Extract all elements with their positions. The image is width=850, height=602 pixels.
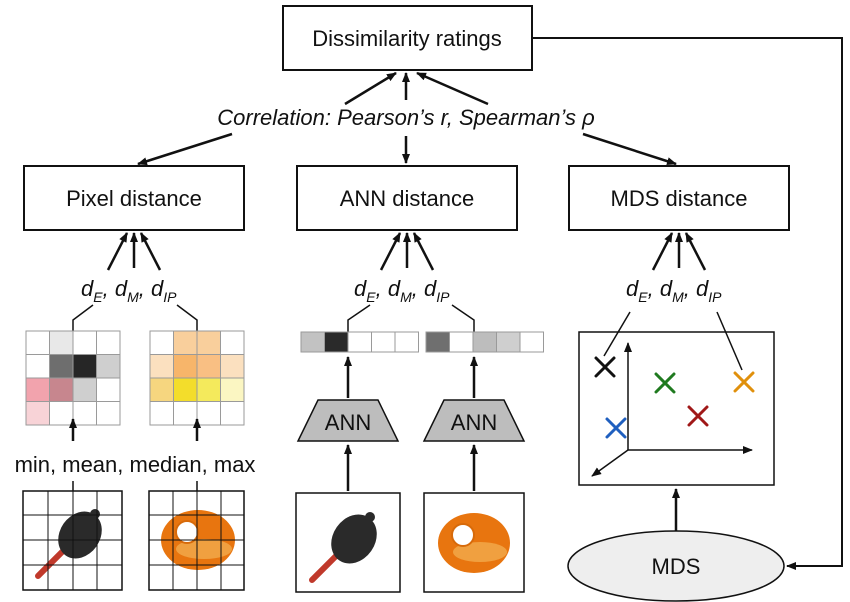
mds-connectors <box>603 311 743 371</box>
ann-object-image-1 <box>295 492 401 593</box>
ann-measures-label: dE, dM, dIP <box>354 276 450 305</box>
grid-cell <box>196 377 221 402</box>
grid-cell <box>173 330 198 355</box>
ann-distance-box <box>296 165 518 231</box>
green-cross-marker <box>654 372 676 394</box>
orange-object-icon <box>438 513 510 573</box>
vector-cell <box>449 331 474 353</box>
vector-cell <box>496 331 521 353</box>
blue-cross-marker <box>605 417 627 439</box>
pixel-object-image-1 <box>22 490 123 591</box>
vector-cell <box>472 331 497 353</box>
mds-distance-label: MDS distance <box>611 186 748 211</box>
grid-cell <box>173 354 198 379</box>
ann-object-image-2 <box>423 492 525 593</box>
vector-cell <box>300 331 325 353</box>
grid-cell <box>49 354 74 379</box>
grid-cell <box>72 354 97 379</box>
vector-cell <box>347 331 372 353</box>
mds-axes <box>591 342 753 477</box>
grid-cell <box>196 330 221 355</box>
aggregation-ticks <box>72 481 198 491</box>
ann-feature-vector-2 <box>425 331 544 353</box>
pixel-distance-box <box>23 165 245 231</box>
aggregation-label: min, mean, median, max <box>15 452 256 477</box>
ratings-to-mds-path <box>532 37 843 570</box>
bulb-object-icon <box>35 509 102 579</box>
mds-ellipse <box>567 530 785 602</box>
grid-cell <box>196 354 221 379</box>
pixel-object-image-2 <box>148 490 245 591</box>
red-cross-marker <box>687 405 709 427</box>
ann-network-2: ANN <box>422 399 526 442</box>
color-feature-grid <box>149 330 245 426</box>
correlation-label: Correlation: Pearson’s r, Spearman’s ρ <box>217 105 594 130</box>
pixel-distance-label: Pixel distance <box>66 186 202 211</box>
pixel-connectors <box>72 304 198 332</box>
mds-ellipse-label: MDS <box>652 554 701 579</box>
grayscale-feature-grid <box>25 330 121 426</box>
mds-space-box <box>578 331 775 486</box>
measure-to-distance-arrows <box>106 232 707 271</box>
ann-arrows <box>344 356 478 491</box>
correlation-to-distance-arrows <box>137 132 677 166</box>
vector-cell <box>394 331 419 353</box>
grid-cell <box>72 377 97 402</box>
ann-network-2-label: ANN <box>451 410 497 435</box>
grid-cell <box>149 377 174 402</box>
grid-cell <box>173 377 198 402</box>
grid-cell <box>149 401 174 426</box>
grid-cell <box>173 401 198 426</box>
ann-network-1: ANN <box>296 399 400 442</box>
grid-cell <box>96 354 121 379</box>
grid-cell <box>25 377 50 402</box>
grid-cell <box>72 330 97 355</box>
grid-cell <box>96 401 121 426</box>
grid-cell <box>149 354 174 379</box>
bulb-object-icon <box>309 512 377 583</box>
grid-cell <box>25 354 50 379</box>
dissimilarity-ratings-label: Dissimilarity ratings <box>312 26 501 51</box>
black-cross-marker <box>594 356 616 378</box>
grid-cell <box>149 330 174 355</box>
aggregation-arrows <box>69 418 201 441</box>
dissimilarity-ratings-box <box>282 5 533 71</box>
grid-cell <box>49 401 74 426</box>
mds-distance-box <box>568 165 790 231</box>
mds-crosses <box>594 356 755 439</box>
grid-cell <box>25 330 50 355</box>
grid-cell <box>220 330 245 355</box>
ann-network-1-label: ANN <box>325 410 371 435</box>
vector-cell <box>371 331 396 353</box>
vector-cell <box>324 331 349 353</box>
ann-distance-label: ANN distance <box>340 186 475 211</box>
correlation-to-ratings-arrows <box>344 71 489 106</box>
grid-cell <box>72 401 97 426</box>
vector-cell <box>425 331 450 353</box>
grid-cell <box>220 401 245 426</box>
grid-cell <box>96 377 121 402</box>
pixel-measures-label: dE, dM, dIP <box>81 276 177 305</box>
vector-cell <box>519 331 544 353</box>
grid-cell <box>49 330 74 355</box>
grid-cell <box>25 401 50 426</box>
mds-measures-label: dE, dM, dIP <box>626 276 722 305</box>
ann-feature-vector-1 <box>300 331 419 353</box>
grid-cell <box>196 401 221 426</box>
grid-cell <box>220 354 245 379</box>
grid-cell <box>96 330 121 355</box>
grid-cell <box>220 377 245 402</box>
orange-cross-marker <box>733 371 755 393</box>
grid-cell <box>49 377 74 402</box>
ann-connectors <box>347 304 475 332</box>
